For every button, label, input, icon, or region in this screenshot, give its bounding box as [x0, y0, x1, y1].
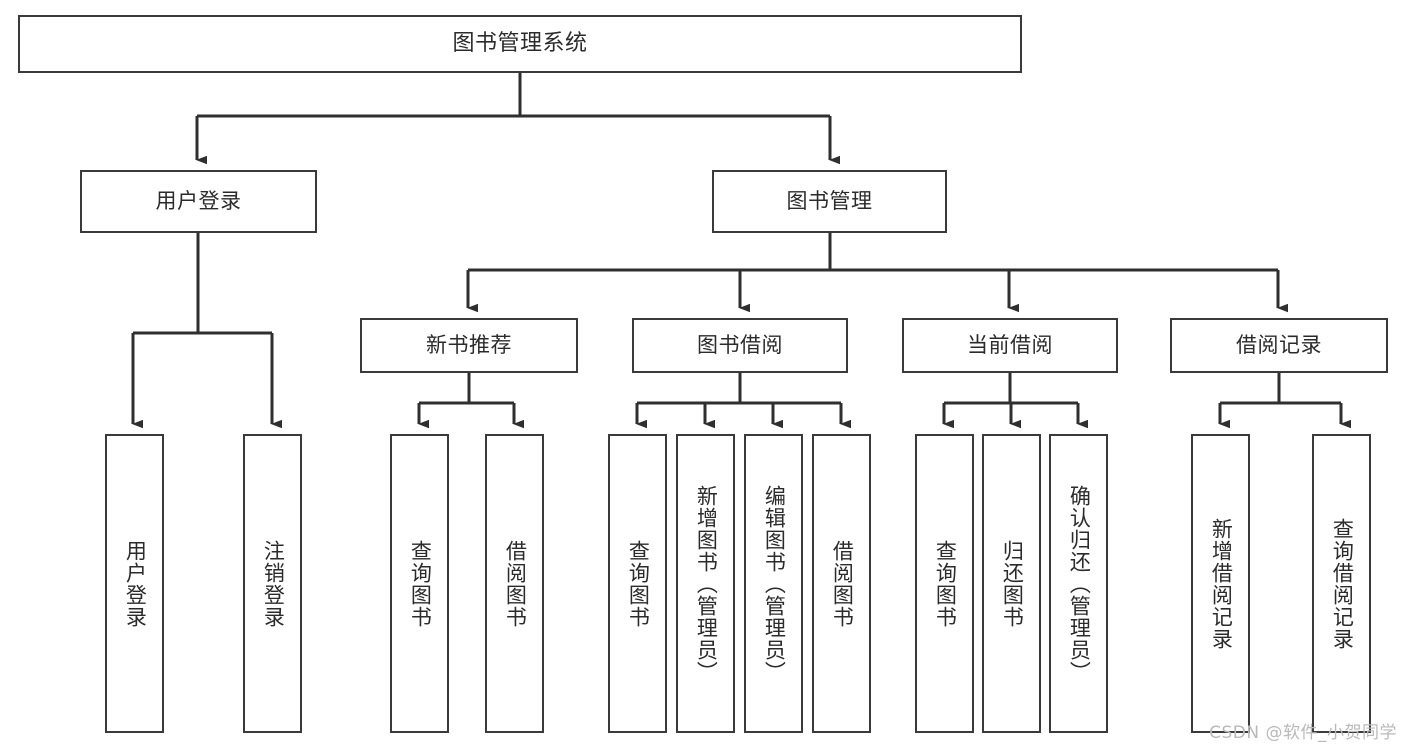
node-leaf-query-record-label: 查询借阅记录: [1330, 517, 1355, 650]
node-leaf-user-login-label: 用户登录: [123, 539, 148, 628]
node-leaf-return-book-label: 归还图书: [1000, 539, 1025, 628]
node-leaf-query-record[interactable]: 查询借阅记录: [1312, 434, 1371, 733]
node-book-manage-label: 图书管理: [786, 188, 873, 213]
node-root-label: 图书管理系统: [452, 30, 588, 56]
node-book-manage[interactable]: 图书管理: [712, 170, 947, 233]
node-current-borrow-label: 当前借阅: [967, 332, 1053, 357]
node-leaf-query-books-2-label: 查询图书: [626, 539, 651, 628]
node-leaf-borrow-books-2[interactable]: 借阅图书: [812, 434, 871, 733]
node-leaf-return-book[interactable]: 归还图书: [982, 434, 1041, 733]
node-leaf-user-login[interactable]: 用户登录: [105, 434, 164, 733]
node-new-book-rec[interactable]: 新书推荐: [360, 318, 578, 373]
node-leaf-add-record-label: 新增借阅记录: [1209, 517, 1234, 650]
node-new-book-rec-label: 新书推荐: [426, 332, 512, 357]
node-user-login[interactable]: 用户登录: [80, 170, 317, 233]
node-root[interactable]: 图书管理系统: [18, 15, 1022, 73]
node-user-login-label: 用户登录: [155, 188, 242, 213]
node-book-borrow-label: 图书借阅: [697, 332, 783, 357]
node-leaf-add-book[interactable]: 新增图书（管理员）: [676, 434, 735, 733]
node-leaf-edit-book[interactable]: 编辑图书（管理员）: [744, 434, 803, 733]
node-leaf-query-books-3[interactable]: 查询图书: [915, 434, 974, 733]
node-borrow-record-label: 借阅记录: [1236, 332, 1322, 357]
node-leaf-query-books-1-label: 查询图书: [408, 539, 433, 628]
node-leaf-query-books-1[interactable]: 查询图书: [390, 434, 449, 733]
node-leaf-add-record[interactable]: 新增借阅记录: [1191, 434, 1250, 733]
node-leaf-logout-label: 注销登录: [261, 539, 286, 628]
node-leaf-confirm-return[interactable]: 确认归还（管理员）: [1049, 434, 1108, 733]
node-leaf-add-book-label: 新增图书（管理员）: [694, 484, 719, 683]
node-leaf-borrow-books-1-label: 借阅图书: [503, 539, 528, 628]
node-leaf-query-books-3-label: 查询图书: [933, 539, 958, 628]
node-leaf-borrow-books-1[interactable]: 借阅图书: [485, 434, 544, 733]
node-borrow-record[interactable]: 借阅记录: [1170, 318, 1388, 373]
node-leaf-confirm-return-label: 确认归还（管理员）: [1067, 484, 1092, 683]
watermark-text: CSDN @软件_小贺同学: [1209, 723, 1397, 743]
node-leaf-logout[interactable]: 注销登录: [243, 434, 302, 733]
node-leaf-borrow-books-2-label: 借阅图书: [830, 539, 855, 628]
node-leaf-edit-book-label: 编辑图书（管理员）: [762, 484, 787, 683]
node-leaf-query-books-2[interactable]: 查询图书: [608, 434, 667, 733]
node-book-borrow[interactable]: 图书借阅: [632, 318, 848, 373]
node-current-borrow[interactable]: 当前借阅: [902, 318, 1118, 373]
